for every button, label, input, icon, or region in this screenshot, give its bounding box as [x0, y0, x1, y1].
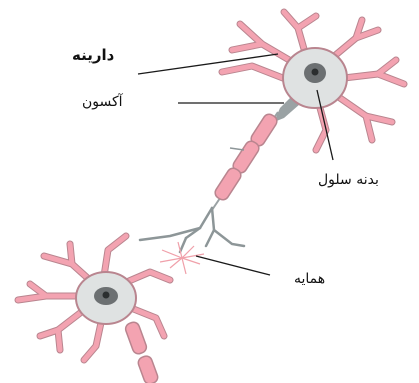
axon-myelin	[212, 112, 279, 210]
label-dendrite: دارینه	[72, 48, 114, 63]
label-synapse: همایه	[294, 272, 325, 286]
lower-cell-body	[76, 272, 136, 324]
synapse-leader-line	[196, 256, 270, 275]
upper-cell-body	[283, 48, 347, 108]
label-cell-body: بدنه سلول	[318, 173, 379, 187]
label-axon: آکسون	[82, 95, 123, 109]
axon-terminals	[140, 208, 244, 252]
lower-axon	[124, 321, 159, 383]
myelin-node-mark	[230, 148, 244, 150]
